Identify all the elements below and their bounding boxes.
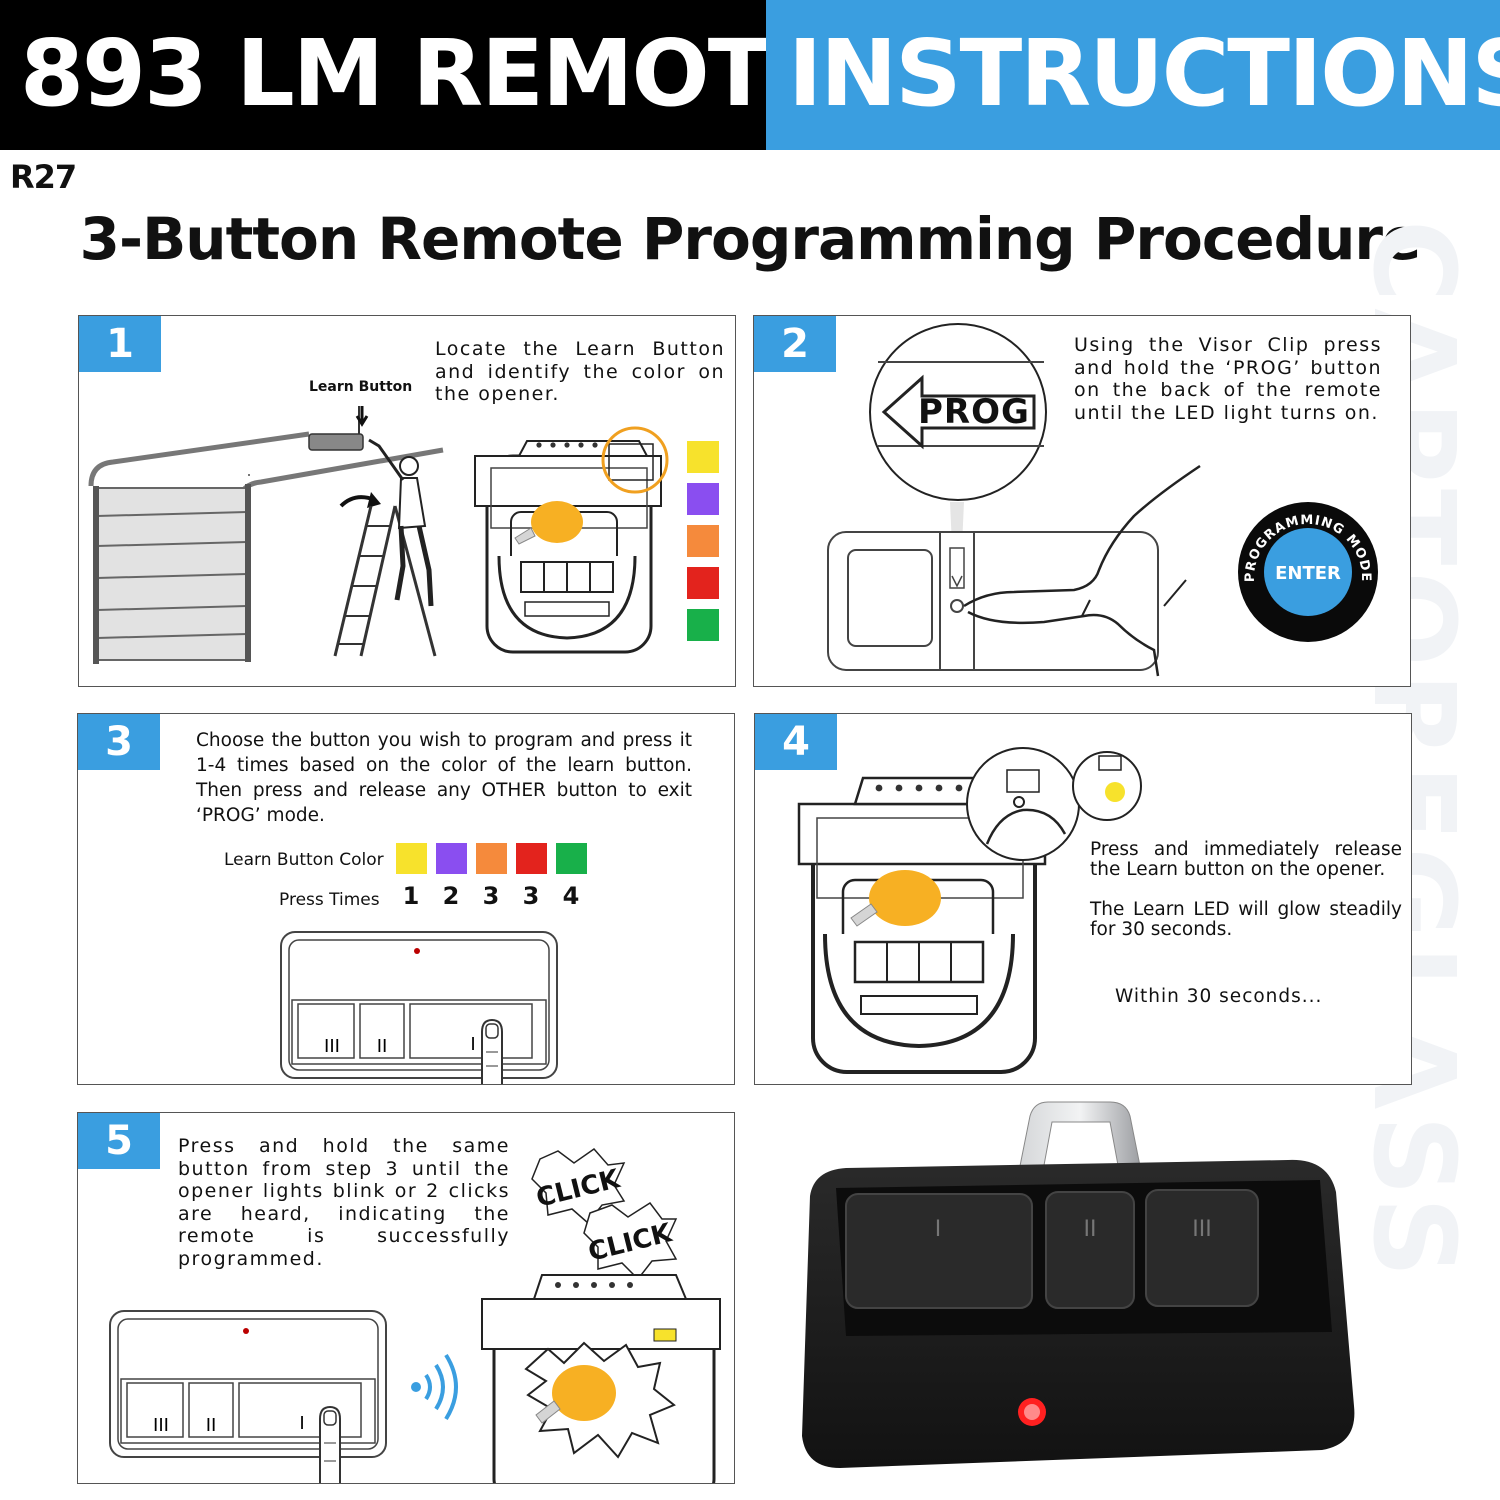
- click-burst-illustration: CLICK CLICK: [531, 1147, 678, 1281]
- banner-right-text: INSTRUCTIONS: [788, 20, 1500, 127]
- product-code: R27: [10, 158, 77, 196]
- step-3-panel: 3 Choose the button you wish to program …: [77, 713, 735, 1085]
- remote-front-illustration: III II I: [109, 1310, 387, 1458]
- swatch-yellow: [687, 441, 719, 473]
- product-button-label: II: [1084, 1217, 1097, 1242]
- swatch-red: [687, 567, 719, 599]
- bulb-icon: [535, 1365, 616, 1424]
- step-2-number: 2: [754, 316, 836, 372]
- remote-product-photo: I II III: [802, 1101, 1355, 1468]
- banner-left-text: 893 LM REMOTE: [20, 20, 831, 127]
- page-title: 3-Button Remote Programming Procedure: [79, 205, 1422, 273]
- opener-unit-icon: [797, 776, 1047, 1074]
- press-times-value: 1: [402, 882, 420, 910]
- remote-button-label: I: [470, 1034, 475, 1055]
- remote-button-label: III: [324, 1036, 340, 1057]
- learn-color-swatches: [687, 441, 719, 641]
- learn-button-closeup: [966, 747, 1142, 861]
- bulb-icon: [850, 870, 941, 927]
- swatch-green: [687, 609, 719, 641]
- remote-button-label: II: [377, 1036, 388, 1057]
- ladder-person-icon: [308, 406, 437, 657]
- swatch-orange: [476, 843, 507, 874]
- learn-button-callout: Learn Button: [309, 379, 413, 395]
- step-4-text-b: The Learn LED will glow steadily for 30 …: [1090, 899, 1402, 940]
- swatch-purple: [687, 483, 719, 515]
- step-1-text: Locate the Learn Button and identify the…: [435, 338, 725, 405]
- swatch-purple: [436, 843, 467, 874]
- step-4-panel: 4 Press and immediately release the Lear…: [754, 713, 1412, 1085]
- step-3-swatch-row: [396, 843, 587, 874]
- prog-label: PROG: [918, 392, 1030, 432]
- remote-button-label: II: [206, 1415, 217, 1436]
- press-times-value: 2: [442, 882, 460, 910]
- press-times-value: 3: [482, 882, 500, 910]
- programming-mode-badge: PROGRAMMING MODE ENTER: [1238, 502, 1378, 642]
- title-banner-right: INSTRUCTIONS: [766, 0, 1500, 150]
- bulb-icon: [514, 501, 583, 545]
- step-1-panel: 1 Locate the Learn Button and identify t…: [78, 315, 736, 687]
- magnifier-icon: [869, 323, 1047, 546]
- step-4-number: 4: [755, 714, 837, 770]
- learn-button-color-label: Learn Button Color: [224, 850, 384, 870]
- remote-button-label: III: [153, 1415, 169, 1436]
- finger-icon: [481, 1018, 503, 1084]
- step-1-number: 1: [79, 316, 161, 372]
- press-times-value: 3: [522, 882, 540, 910]
- step-5-panel: 5 Press and hold the same button from st…: [77, 1112, 735, 1484]
- finger-icon: [319, 1405, 341, 1483]
- product-button-label: I: [935, 1217, 942, 1242]
- press-times-row: 1 2 3 3 4: [401, 882, 581, 910]
- step-3-number: 3: [78, 714, 160, 770]
- step-5-number: 5: [78, 1113, 160, 1169]
- step-5-text: Press and hold the same button from step…: [178, 1135, 510, 1270]
- step-3-text: Choose the button you wish to program an…: [196, 730, 692, 826]
- signal-icon: [411, 1353, 458, 1421]
- press-times-value: 4: [562, 882, 580, 910]
- step-4-text-a: Press and immediately release the Learn …: [1090, 839, 1402, 880]
- swatch-orange: [687, 525, 719, 557]
- swatch-red: [516, 843, 547, 874]
- remote-button-label: I: [299, 1413, 304, 1434]
- product-button-label: III: [1192, 1217, 1211, 1242]
- badge-center-text: ENTER: [1275, 563, 1341, 584]
- swatch-green: [556, 843, 587, 874]
- step-2-text: Using the Visor Clip press and hold the …: [1074, 334, 1382, 424]
- step-2-panel: 2 Using the Visor Clip press and hold th…: [753, 315, 1411, 687]
- step-4-text-c: Within 30 seconds...: [1115, 986, 1323, 1007]
- swatch-yellow: [396, 843, 427, 874]
- garage-door-icon: [88, 431, 444, 664]
- opener-unit-icon: [474, 426, 669, 654]
- title-banner-left: 893 LM REMOTE: [0, 0, 831, 150]
- visor-clip-illustration: [827, 464, 1201, 677]
- press-times-label: Press Times: [279, 890, 380, 910]
